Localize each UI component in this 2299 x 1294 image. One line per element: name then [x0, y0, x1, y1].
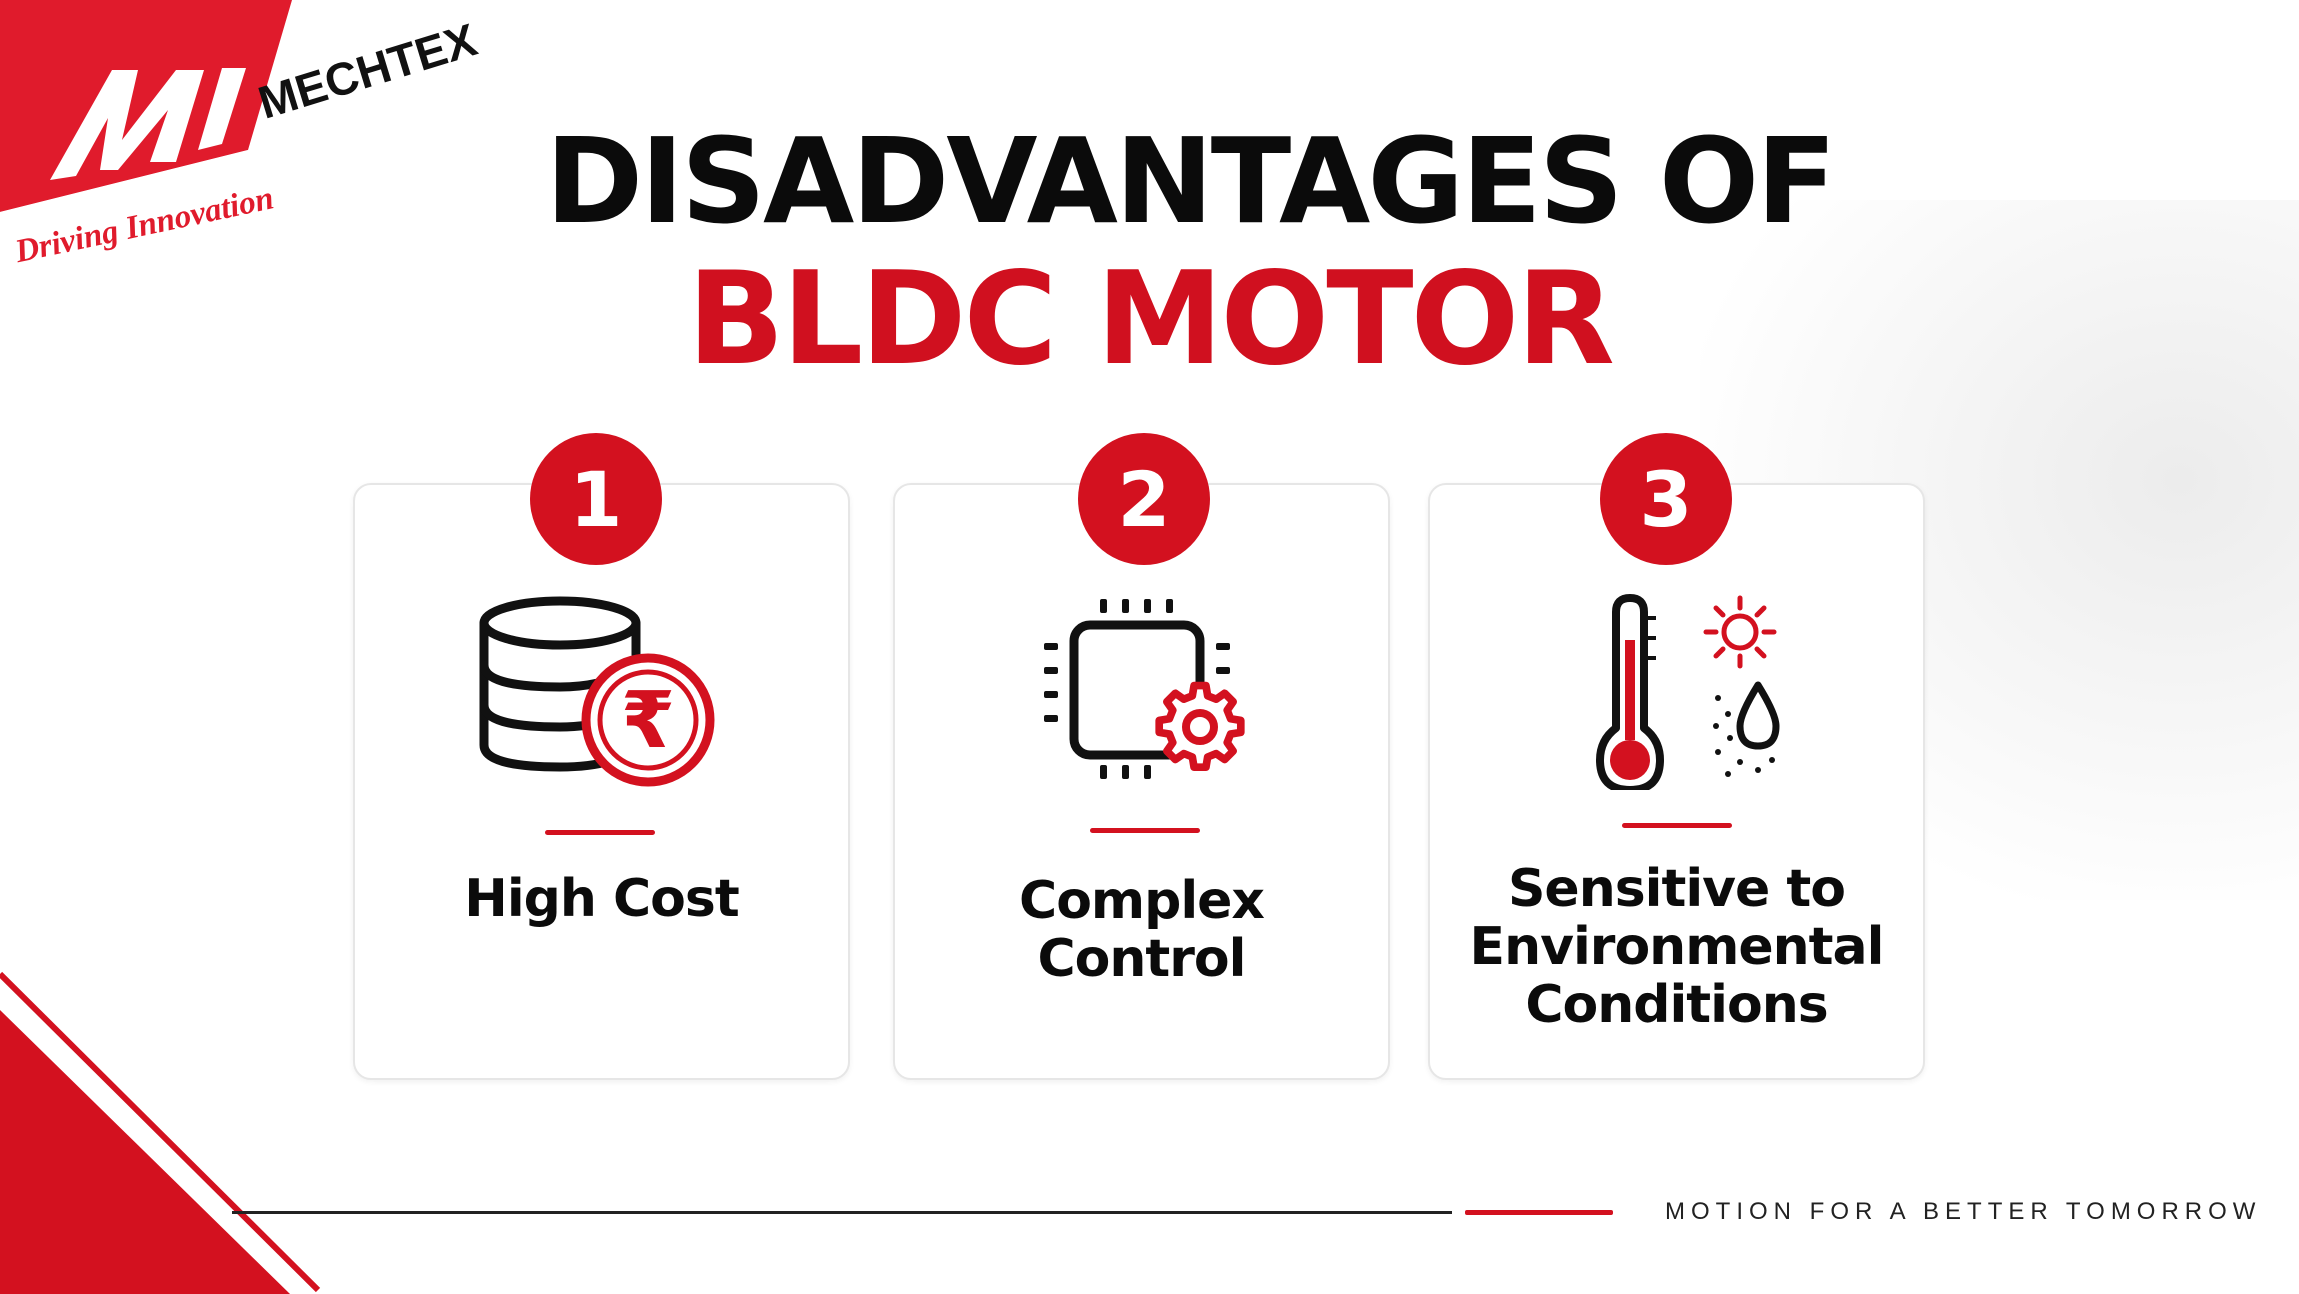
card-complex-control	[893, 483, 1390, 1080]
card-label-line: Environmental	[1469, 917, 1885, 977]
footer-divider-dark	[232, 1211, 1452, 1214]
card-number-badge: 1	[530, 433, 662, 565]
brand-logo: MECHTEX Driving Innovation	[0, 0, 483, 300]
microchip-gear-icon	[1044, 599, 1245, 779]
coin-stack-rupee-icon: ₹	[479, 596, 715, 787]
card-label: Complex Control	[893, 872, 1390, 988]
page-title-line1: DISADVANTAGES OF	[545, 112, 1837, 250]
card-label-line: Conditions	[1525, 975, 1828, 1035]
mechtex-m-logo-icon	[0, 0, 292, 224]
card-divider	[1622, 823, 1732, 828]
thermometer-sun-drop-icon	[1596, 594, 1780, 790]
svg-text:₹: ₹	[621, 676, 675, 766]
corner-decoration	[0, 971, 321, 1294]
card-high-cost	[353, 483, 850, 1080]
card-label-line: Sensitive to	[1507, 859, 1846, 919]
card-environmental	[1428, 483, 1925, 1080]
footer-slogan: MOTION FOR A BETTER TOMORROW	[1665, 1198, 2262, 1225]
footer-divider-accent	[1465, 1210, 1613, 1215]
card-divider	[1090, 828, 1200, 833]
card-label: Sensitive to Environmental Conditions	[1428, 860, 1925, 1034]
page-title-line2: BLDC MOTOR	[687, 245, 1615, 394]
card-label-line: Control	[1037, 929, 1247, 989]
card-divider	[545, 830, 655, 835]
card-label-line: Complex	[1019, 871, 1265, 931]
card-label: High Cost	[464, 869, 739, 929]
card-number-badge: 3	[1600, 433, 1732, 565]
card-number-badge: 2	[1078, 433, 1210, 565]
